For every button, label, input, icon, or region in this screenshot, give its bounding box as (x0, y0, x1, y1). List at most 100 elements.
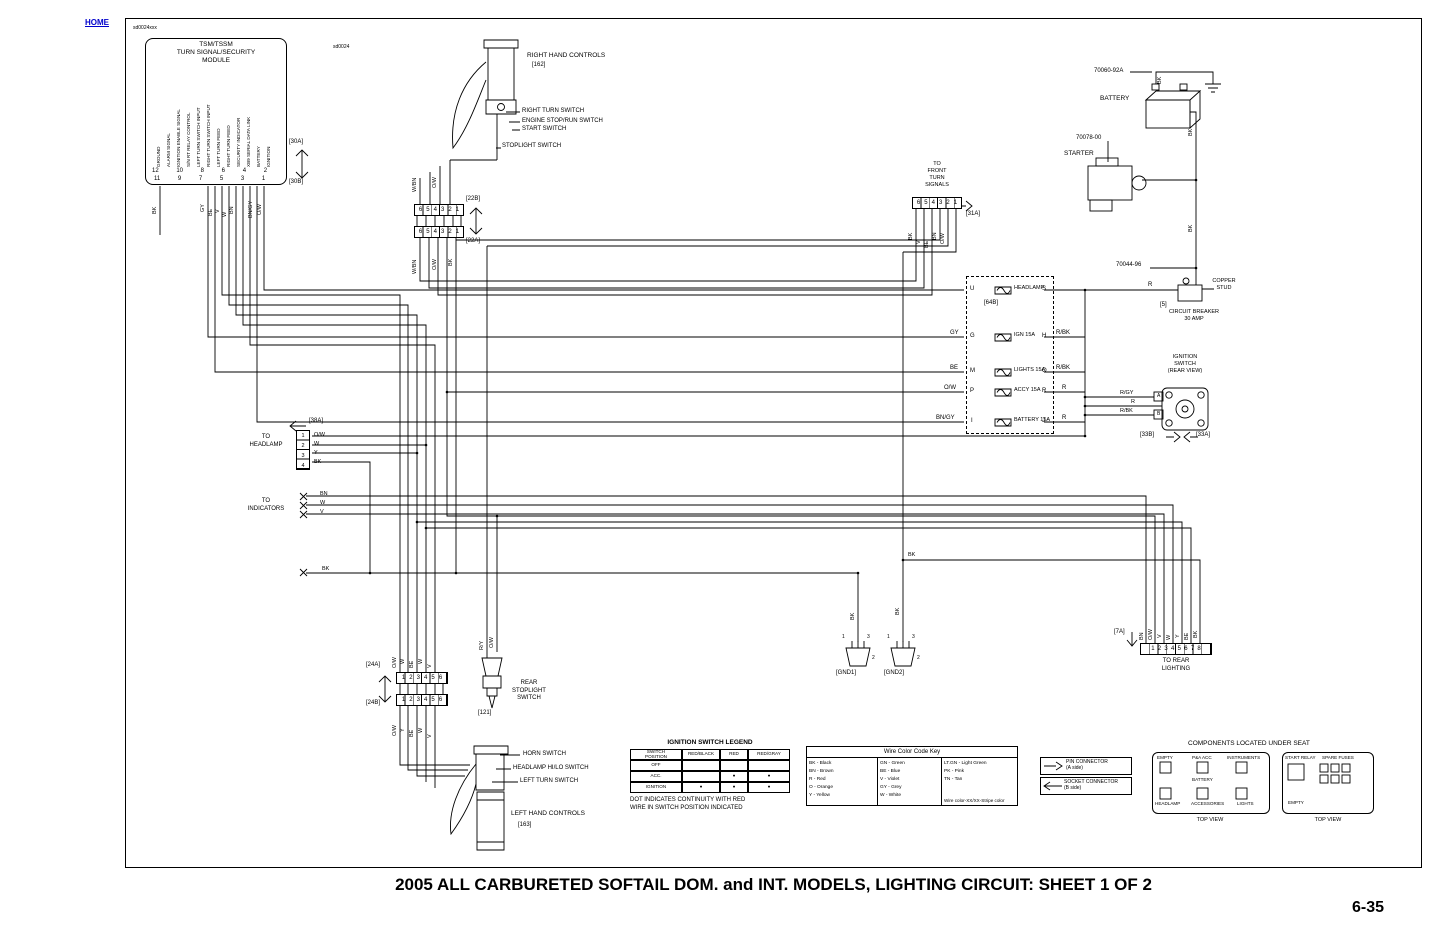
fuse-terminal: U (970, 286, 975, 292)
diagram-code-outer: sd0024xxx (133, 25, 157, 31)
legend-cell: OFF (630, 760, 682, 771)
ignition-terminal-b: B (1157, 411, 1161, 417)
fuse-terminal: S (1042, 286, 1047, 292)
connector-ref-22b: [22B] (466, 196, 481, 202)
legend-header: SWITCH POSITION (630, 749, 682, 760)
legend-cell (748, 760, 790, 771)
tsm-pin-numbers-odd: 11 9 7 5 3 1 (154, 176, 266, 182)
wires-battery-starter (1107, 71, 1221, 290)
headlamp-hilo-switch-label: HEADLAMP HI/LO SWITCH (513, 765, 589, 771)
page-title: 2005 ALL CARBURETED SOFTAIL DOM. and INT… (395, 875, 1152, 894)
wires-tsm (159, 186, 964, 672)
starter-drawing (1087, 157, 1147, 212)
connector-22a-pins: 6 5 4 3 2 1 (414, 226, 464, 238)
wire-color-label: Y (314, 450, 318, 456)
wire-color-label: BE (409, 729, 415, 737)
gnd2-pin: 2 (917, 655, 920, 661)
wire-color-label: R/GY (1120, 390, 1134, 396)
legend-header: RED/BLACK (682, 749, 720, 760)
wire-color-label: BE (208, 208, 214, 216)
symbol-22ab (469, 207, 483, 235)
tsm-pin-label: BATTERY (256, 146, 261, 167)
wire-color-label: BN (229, 206, 235, 214)
wire-color-label: O/W (257, 204, 263, 215)
breaker-part-number: 70044-96 (1116, 262, 1142, 268)
junction-dots (368, 178, 1198, 575)
ignition-switch-legend-table: SWITCH POSITION RED/BLACK RED RED/GRAY O… (630, 749, 790, 793)
wire-color-label: BN (932, 232, 938, 240)
fuse-terminal: G (970, 333, 975, 339)
horn-switch-label: HORN SWITCH (523, 751, 566, 757)
engine-stop-run-switch-label: ENGINE STOP/RUN SWITCH (522, 118, 603, 124)
connector-24a-pins: 1 2 3 4 5 6 (396, 672, 448, 684)
tsm-pin-label: ALARM SIGNAL (166, 133, 171, 167)
wire-color-label: R (1131, 399, 1135, 405)
tsm-pin-label: RIGHT TURN FEED (226, 125, 231, 167)
top-view-label: TOP VIEW (1314, 817, 1342, 823)
wire-color-label: V (215, 209, 221, 213)
wire-harness (159, 71, 1221, 788)
left-hand-controls-drawing (450, 745, 509, 851)
wire-color-label: O/W (1148, 629, 1154, 640)
connector-22b-pins: 6 5 4 3 2 1 (414, 204, 464, 216)
wire-color-label: BN (320, 491, 328, 497)
connector-ref-gnd1: [GND1] (836, 670, 857, 676)
fuse-position-label: BATTERY (1192, 777, 1213, 782)
starter-part-number: 70078-00 (1076, 135, 1102, 141)
right-hand-controls-title: RIGHT HAND CONTROLS (527, 52, 606, 59)
wire-color-label: BK (448, 258, 454, 266)
wire-color-label: BE (1184, 632, 1190, 640)
wire-color-label: BN/GY (248, 200, 254, 218)
connector-ref-22a: [22A] (466, 238, 481, 244)
ground-connector-drawings (845, 641, 916, 667)
fuse-name: IGN 15A (1014, 332, 1036, 338)
fuse-position-label: EMPTY (1288, 800, 1304, 805)
copper-stud-label: COPPER STUD (1212, 278, 1236, 291)
ignition-terminal-a: A (1157, 393, 1161, 399)
wire-color-label: V (427, 664, 433, 668)
wire-color-label: W (400, 658, 406, 664)
wire-color-label: BK (322, 566, 330, 572)
battery-drawing (1144, 83, 1202, 130)
wire-color-label: O/W (392, 725, 398, 736)
fuse-position-label: INSTRUMENTS (1227, 755, 1261, 760)
tsm-pin-numbers-even: 12 10 8 6 4 2 (152, 168, 268, 174)
wires-headlamp-indicators (306, 435, 1174, 643)
color-key-col3: LT.GN - Light Green PK - Pink TN - Tan (944, 761, 987, 782)
wire-cut-x-marks (299, 492, 308, 577)
wire-color-label: BK (908, 552, 916, 558)
wire-color-label: O/W (940, 233, 946, 244)
symbol-38a-arrow (289, 420, 306, 432)
home-link[interactable]: HOME (85, 18, 109, 27)
wire-color-label: R (1148, 282, 1153, 288)
wire-color-label: R/Y (479, 640, 485, 650)
legend-cell: ● (748, 782, 790, 793)
legend-cell (682, 760, 720, 771)
tsm-pin-label: GROUND (156, 146, 161, 167)
legend-socket-glyph (1043, 781, 1062, 791)
connector-ref-gnd2: [GND2] (884, 670, 905, 676)
wires-right-controls (416, 114, 498, 226)
legend-header: RED (720, 749, 748, 760)
wire-color-key-box: Wire Color Code Key BK - Black BN - Brow… (806, 746, 1018, 806)
fuse-name: LIGHTS 15A (1014, 367, 1046, 373)
color-key-col1: BK - Black BN - Brown R - Red O - Orange… (809, 761, 834, 798)
legend-cell: IGNITION (630, 782, 682, 793)
legend-cell: ● (748, 771, 790, 782)
fuse-position-label: ACCESSORIES (1191, 801, 1225, 806)
wire-color-label: W (314, 441, 320, 447)
connector-ref-7a: [7A] (1114, 629, 1125, 635)
diagram-code-inner: sd0024 (333, 44, 350, 50)
connector-ref-33b: [33B] (1140, 432, 1155, 438)
connector-ref-121: [121] (478, 710, 492, 716)
rear-stoplight-switch-drawing (481, 657, 503, 709)
wires-fuse-ignition (1044, 289, 1178, 436)
fuse-position-label: LIGHTS (1237, 801, 1254, 806)
to-headlamp-label: TO HEADLAMP (249, 434, 283, 448)
fuse-name: BATTERY 15A (1014, 417, 1051, 423)
wire-color-label: V (427, 734, 433, 738)
page-number: 6-35 (1352, 899, 1385, 916)
ignition-switch-drawing (1153, 387, 1209, 431)
ignition-switch-label: IGNITION SWITCH (REAR VIEW) (1167, 354, 1203, 374)
